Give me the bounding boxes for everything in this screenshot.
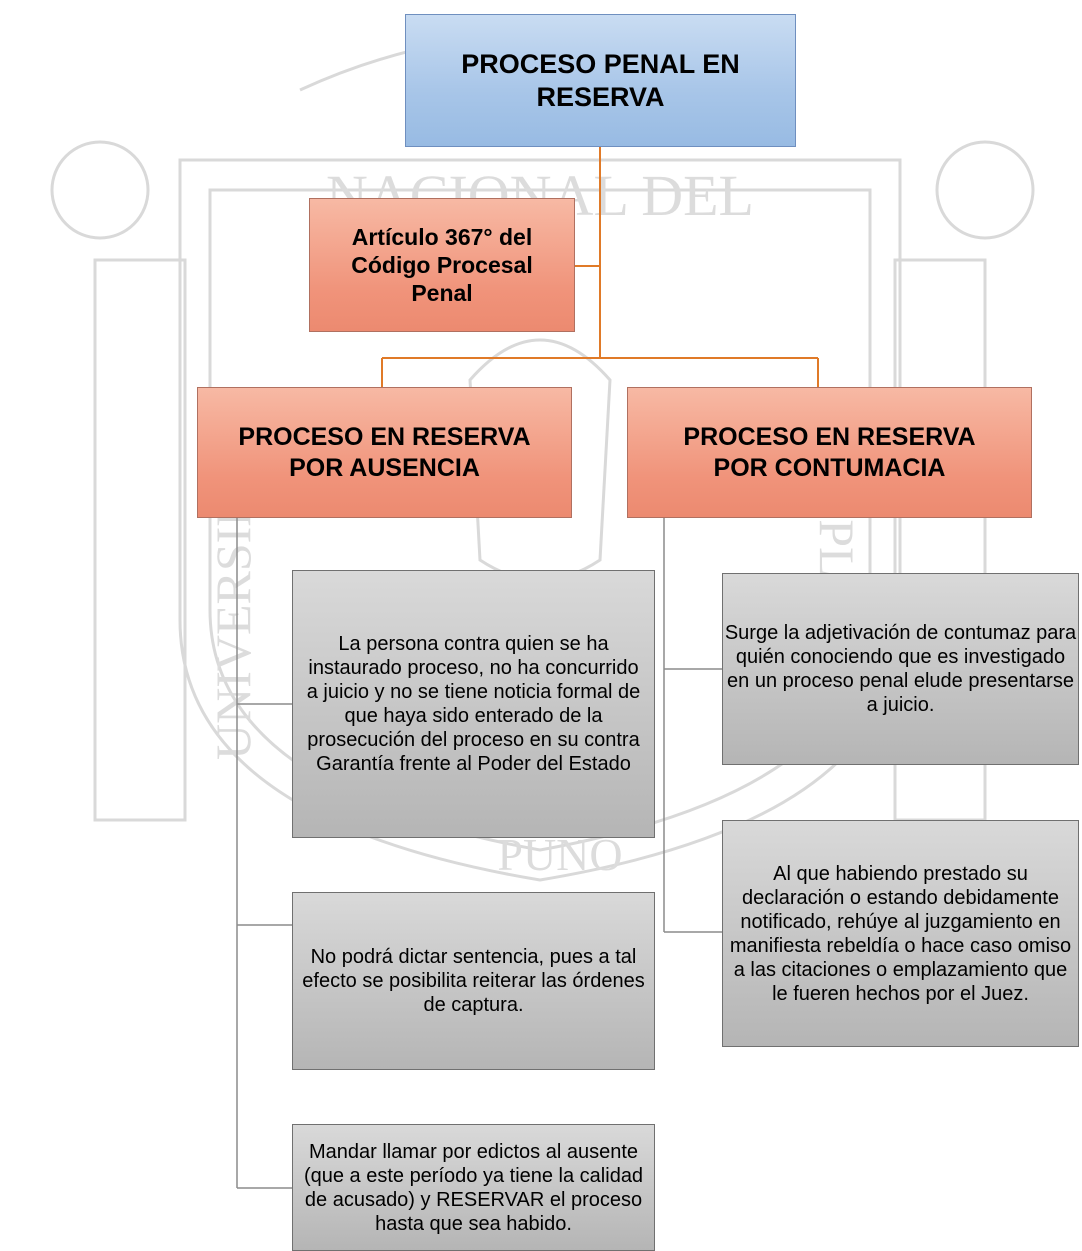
article-label: Artículo 367° del Código Procesal Penal: [351, 224, 533, 306]
branch-contumacia-node: PROCESO EN RESERVA POR CONTUMACIA: [627, 387, 1032, 518]
ausencia-item-1-text: La persona contra quien se ha instaurado…: [306, 633, 641, 775]
root-node: PROCESO PENAL EN RESERVA: [405, 14, 796, 147]
contumacia-item-2-text: Al que habiendo prestado su declaración …: [729, 862, 1072, 1005]
branch-contumacia-label: PROCESO EN RESERVA POR CONTUMACIA: [683, 422, 976, 482]
contumacia-item-1-text: Surge la adjetivación de contumaz para q…: [724, 622, 1077, 716]
ausencia-item-3: Mandar llamar por edictos al ausente (qu…: [292, 1124, 655, 1251]
contumacia-item-1: Surge la adjetivación de contumaz para q…: [722, 573, 1079, 765]
root-label: PROCESO PENAL EN RESERVA: [461, 48, 740, 112]
article-node: Artículo 367° del Código Procesal Penal: [309, 198, 575, 332]
ausencia-item-1: La persona contra quien se ha instaurado…: [292, 570, 655, 838]
ausencia-item-3-text: Mandar llamar por edictos al ausente (qu…: [303, 1140, 644, 1235]
branch-ausencia-label: PROCESO EN RESERVA POR AUSENCIA: [238, 422, 531, 482]
ausencia-item-2-text: No podrá dictar sentencia, pues a tal ef…: [302, 946, 645, 1016]
branch-ausencia-node: PROCESO EN RESERVA POR AUSENCIA: [197, 387, 572, 518]
contumacia-item-2: Al que habiendo prestado su declaración …: [722, 820, 1079, 1047]
ausencia-item-2: No podrá dictar sentencia, pues a tal ef…: [292, 892, 655, 1070]
